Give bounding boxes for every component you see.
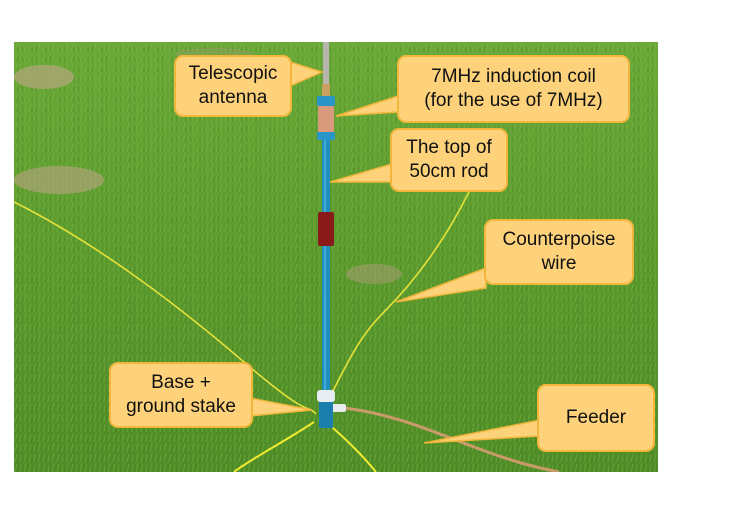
telescopic-antenna-rod bbox=[323, 42, 329, 92]
callout-text-line: ground stake bbox=[126, 396, 236, 417]
callout-text-line: 50cm rod bbox=[409, 161, 489, 182]
blue-rod-highlight bbox=[324, 140, 326, 390]
callout-text-line: Counterpoise bbox=[502, 229, 616, 250]
counterpoise-wire-line bbox=[323, 191, 470, 409]
coil-bottom-cap bbox=[317, 132, 335, 140]
callout-text-line: wire bbox=[541, 253, 577, 274]
dirt-patch bbox=[14, 65, 74, 89]
callout-induction-coil: 7MHz induction coil (for the use of 7MHz… bbox=[397, 55, 630, 123]
callout-telescopic-antenna: Telescopic antenna bbox=[174, 55, 292, 117]
base-body bbox=[319, 402, 333, 428]
callout-text-line: Feeder bbox=[565, 407, 627, 428]
callout-counterpoise-wire: Counterpoise wire bbox=[484, 219, 634, 285]
red-joint bbox=[318, 212, 334, 246]
dirt-patch bbox=[14, 166, 104, 194]
telescopic-antenna-base bbox=[322, 84, 330, 96]
callout-base-ground-stake: Base + ground stake bbox=[109, 362, 253, 428]
base-collar bbox=[317, 390, 335, 402]
callout-text-line: Base + bbox=[151, 372, 211, 393]
callout-text-line: antenna bbox=[198, 87, 268, 108]
induction-coil bbox=[318, 106, 334, 132]
callout-text-line: Telescopic bbox=[188, 63, 278, 84]
callout-rod-top: The top of 50cm rod bbox=[390, 128, 508, 192]
dirt-patch bbox=[346, 264, 402, 284]
coil-top-cap bbox=[317, 96, 335, 106]
callout-text-line: The top of bbox=[406, 137, 492, 158]
feeder-cable bbox=[343, 406, 560, 472]
counterpoise-wire-line bbox=[233, 421, 315, 472]
callout-feeder: Feeder bbox=[537, 384, 655, 452]
callout-text-line: 7MHz induction coil bbox=[431, 66, 596, 87]
callout-text-line: (for the use of 7MHz) bbox=[424, 90, 603, 111]
